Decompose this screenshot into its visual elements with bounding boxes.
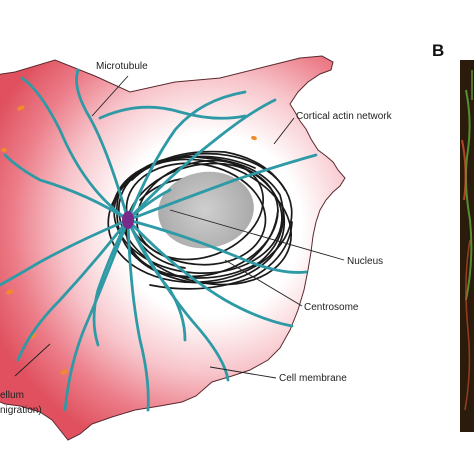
vesicles bbox=[1, 105, 257, 375]
label-centrosome: Centrosome bbox=[304, 302, 359, 313]
label-cell-membrane: Cell membrane bbox=[279, 373, 347, 384]
centrosome-shape bbox=[122, 211, 134, 229]
panel-b-letter: B bbox=[432, 41, 444, 60]
label-microtubule: Microtubule bbox=[96, 61, 148, 72]
label-nucleus: Nucleus bbox=[347, 256, 383, 267]
label-cortical-actin: Cortical actin network bbox=[296, 111, 393, 122]
microtubules bbox=[0, 68, 318, 412]
cell-membrane-shape bbox=[0, 55, 346, 441]
leader-lines bbox=[14, 75, 345, 379]
nucleus-shape bbox=[158, 171, 254, 249]
label-flagellum-1: ellum bbox=[0, 390, 24, 401]
panel-b-micrograph bbox=[460, 60, 474, 432]
label-flagellum-2: nigration) bbox=[0, 405, 42, 416]
